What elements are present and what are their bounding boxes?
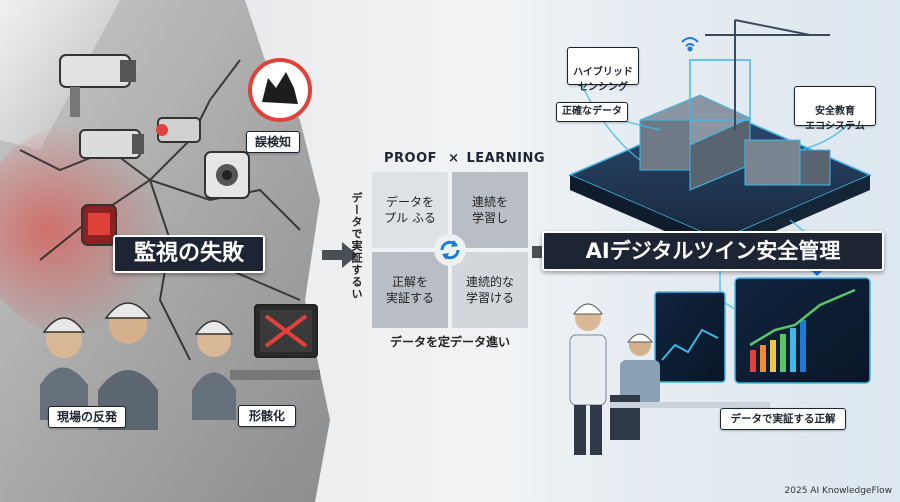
hybrid-sensing-label: ハイブリッド センシング (567, 47, 639, 93)
credit-text: 2025 AI KnowledgeFlow (784, 486, 892, 496)
matrix-cell-continuous-learning: 連続的な 学習ける (452, 252, 528, 328)
matrix-footer: データを定データ進い (389, 335, 510, 349)
alarm-light-icon (81, 204, 117, 246)
crane-icon (705, 19, 830, 130)
engineer-figure (569, 303, 607, 455)
matrix-cell-pull-data: データを プル ふる (372, 172, 448, 248)
analytics-monitor (734, 277, 871, 384)
cctv-camera-icon (204, 151, 250, 199)
arrow-right-icon (322, 242, 358, 268)
monitoring-failure-title: 監視の失敗 (113, 235, 265, 273)
learning-label: LEARNING (466, 151, 546, 166)
ai-digital-twin-title: AIデジタルツイン安全管理 (542, 231, 884, 271)
cctv-camera-icon (156, 117, 201, 143)
formalization-label: 形骸化 (238, 405, 296, 427)
monitoring-failure-panel: 誤検知 監視の失敗 現場の反発 形骸化 (0, 0, 330, 502)
proof-learning-header: PROOF × LEARNING (384, 151, 545, 166)
false-detection-label: 誤検知 (246, 131, 300, 153)
matrix-cell-learn-continuity: 連続を 学習し (452, 172, 528, 248)
building-icon (638, 59, 752, 191)
broken-monitor-icon (230, 304, 320, 380)
building-icon (744, 139, 831, 186)
cross-symbol: × (448, 151, 460, 166)
matrix-cell-verify-answer: 正解を 実証する (372, 252, 448, 328)
cctv-camera-icon (79, 129, 144, 159)
safety-education-label: 安全教育 エコシステム (794, 86, 876, 132)
accurate-data-label: 正確なデータ (556, 102, 628, 122)
wolf-alarm-icon (248, 58, 312, 122)
vertical-caption: データで実証するい (350, 192, 363, 300)
wifi-icon (681, 37, 699, 52)
cycle-icon (434, 234, 466, 266)
digital-twin-panel: ハイブリッド センシング 正確なデータ 安全教育 エコシステム AIデジタルツイ… (540, 0, 900, 502)
field-pushback-label: 現場の反発 (48, 406, 126, 428)
operator-figure (610, 333, 660, 440)
desk (610, 402, 770, 408)
worker-figure (192, 320, 236, 420)
dashboard-monitor (654, 291, 726, 383)
data-proof-label: データで実証する正解 (720, 408, 846, 430)
proof-learning-matrix: データを プル ふる 連続を 学習し 正解を 実証する 連続的な 学習ける (372, 172, 528, 328)
cctv-camera-icon (59, 54, 136, 117)
proof-label: PROOF (384, 151, 438, 166)
